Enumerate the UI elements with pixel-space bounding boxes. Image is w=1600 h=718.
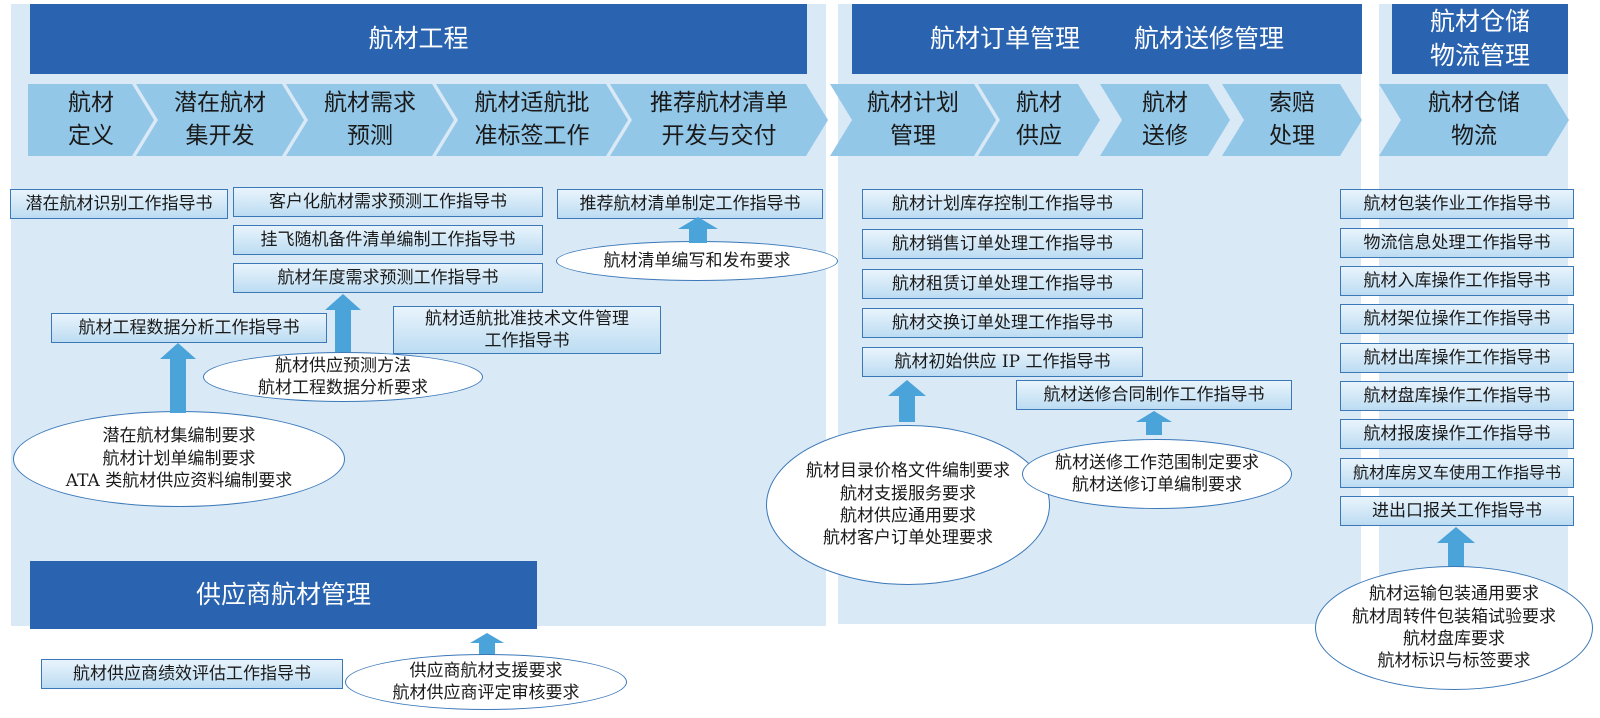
- supplier-header: 供应商航材管理: [30, 561, 537, 629]
- warehouse-doc-7: 航材库房叉车使用工作指导书: [1340, 458, 1574, 488]
- doc-supplier-evaluation: 航材供应商绩效评估工作指导书: [41, 659, 343, 689]
- order-repair-header: 航材订单管理 航材送修管理: [852, 4, 1362, 74]
- doc-customized-forecast: 客户化航材需求预测工作指导书: [233, 187, 543, 217]
- warehouse-doc-4: 航材出库操作工作指导书: [1340, 343, 1574, 373]
- step-supply: 航材 供应: [978, 84, 1100, 156]
- repair-header-label: 航材送修管理: [1134, 24, 1285, 54]
- step-airworthiness-label: 航材适航批 准标签工作: [436, 84, 628, 156]
- step-claims: 索赔 处理: [1222, 84, 1362, 156]
- doc-potential-identification: 潜在航材识别工作指导书: [10, 189, 228, 219]
- doc-recommended-list: 推荐航材清单制定工作指导书: [557, 189, 823, 219]
- doc-airworthiness-tech: 航材适航批准技术文件管理 工作指导书: [393, 306, 661, 354]
- up-arrow-icon: [888, 380, 926, 422]
- warehouse-doc-5: 航材盘库操作工作指导书: [1340, 381, 1574, 411]
- warehouse-doc-8: 进出口报关工作指导书: [1340, 496, 1574, 526]
- doc-data-analysis: 航材工程数据分析工作指导书: [51, 313, 327, 343]
- warehouse-header: 航材仓储 物流管理: [1392, 4, 1568, 74]
- up-arrow-icon: [1136, 411, 1172, 435]
- repair-doc-contract: 航材送修合同制作工作指导书: [1016, 380, 1292, 410]
- req-list-release: 航材清单编写和发布要求: [556, 241, 838, 281]
- doc-annual-forecast: 航材年度需求预测工作指导书: [233, 263, 543, 293]
- up-arrow-icon: [470, 633, 504, 655]
- warehouse-doc-6: 航材报废操作工作指导书: [1340, 419, 1574, 449]
- up-arrow-icon: [325, 294, 361, 352]
- step-material-definition: 航材 定义: [28, 84, 154, 156]
- req-potential-set: 潜在航材集编制要求 航材计划单编制要求 ATA 类航材供应资料编制要求: [13, 411, 345, 507]
- warehouse-doc-2: 航材入库操作工作指导书: [1340, 266, 1574, 296]
- doc-fly-away-kit: 挂飞随机备件清单编制工作指导书: [233, 225, 543, 255]
- step-repair: 航材 送修: [1100, 84, 1230, 156]
- up-arrow-icon: [1437, 527, 1475, 567]
- warehouse-doc-0: 航材包装作业工作指导书: [1340, 189, 1574, 219]
- step-recommended-list: 推荐航材清单 开发与交付: [610, 84, 828, 156]
- step-plan-management: 航材计划 管理: [830, 84, 996, 156]
- req-forecast-method: 航材供应预测方法 航材工程数据分析要求: [203, 352, 483, 402]
- order-doc-3: 航材交换订单处理工作指导书: [862, 308, 1143, 338]
- warehouse-doc-1: 物流信息处理工作指导书: [1340, 228, 1574, 258]
- req-repair: 航材送修工作范围制定要求 航材送修订单编制要求: [1022, 439, 1292, 509]
- up-arrow-icon: [160, 343, 196, 413]
- order-doc-2: 航材租赁订单处理工作指导书: [862, 269, 1143, 299]
- warehouse-doc-3: 航材架位操作工作指导书: [1340, 304, 1574, 334]
- order-doc-0: 航材计划库存控制工作指导书: [862, 189, 1143, 219]
- order-doc-1: 航材销售订单处理工作指导书: [862, 229, 1143, 259]
- up-arrow-icon: [678, 217, 718, 243]
- engineering-header: 航材工程: [30, 4, 807, 74]
- order-header-label: 航材订单管理: [929, 24, 1080, 54]
- order-doc-4: 航材初始供应 IP 工作指导书: [862, 347, 1143, 377]
- step-warehouse-logistics: 航材仓储 物流: [1379, 84, 1569, 156]
- req-warehouse: 航材运输包装通用要求 航材周转件包装箱试验要求 航材盘库要求 航材标识与标签要求: [1315, 566, 1593, 690]
- step-potential-set: 潜在航材 集开发: [136, 84, 304, 156]
- req-order: 航材目录价格文件编制要求 航材支援服务要求 航材供应通用要求 航材客户订单处理要…: [766, 425, 1050, 585]
- req-supplier: 供应商航材支援要求 航材供应商评定审核要求: [345, 654, 627, 710]
- step-demand-forecast: 航材需求 预测: [286, 84, 454, 156]
